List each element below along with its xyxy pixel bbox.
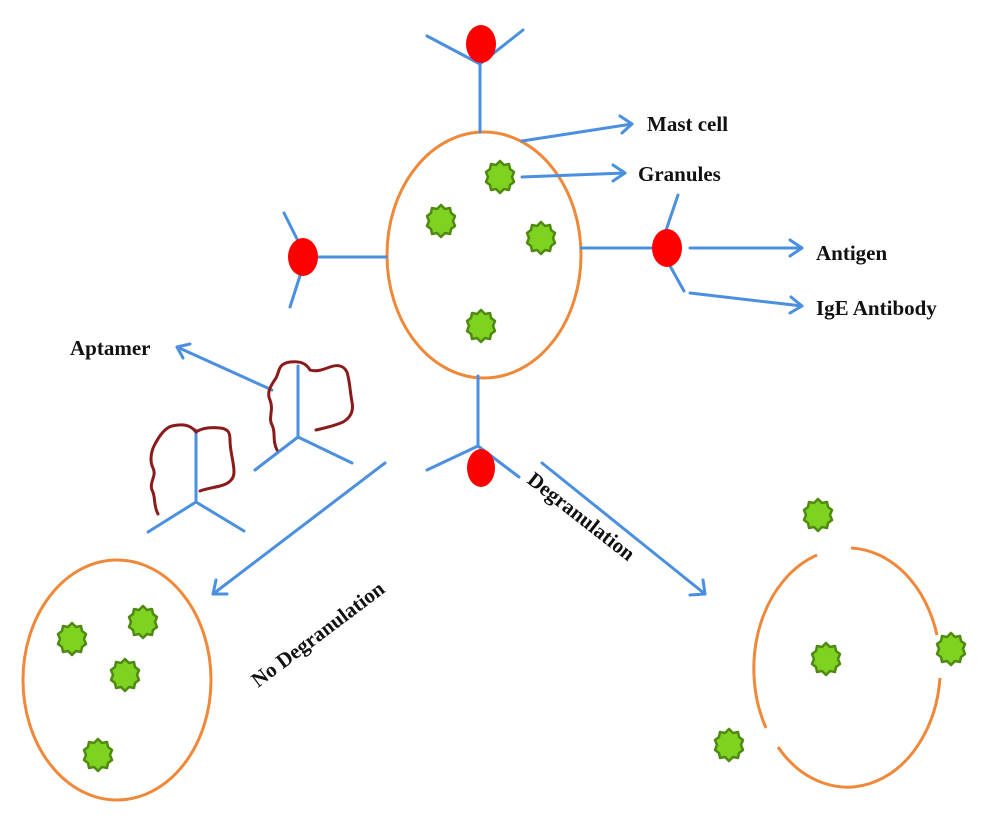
arrow-no-degranulation: No Degranulation	[211, 461, 390, 692]
label-ige-antibody: IgE Antibody	[816, 296, 937, 320]
released-granule	[713, 727, 745, 763]
granule	[425, 203, 457, 239]
aptamer-strand	[267, 360, 354, 452]
granule	[465, 308, 497, 344]
mast-cell-membrane	[385, 130, 583, 380]
granule	[525, 220, 557, 256]
ruptured-membrane	[752, 546, 942, 789]
granule	[109, 657, 141, 693]
cell-no-degranulation	[21, 558, 213, 802]
arrow-degranulation: Degranulation	[523, 461, 707, 597]
cell-membrane	[21, 558, 213, 802]
granule	[810, 641, 842, 677]
aptamer-antibody-1	[253, 360, 354, 472]
antigen-right	[652, 229, 682, 267]
label-granules: Granules	[638, 162, 721, 186]
mast-cell-top	[385, 130, 583, 380]
callout-granules: Granules	[520, 162, 721, 186]
antigen-top	[466, 25, 496, 63]
cell-degranulation	[713, 497, 967, 789]
callout-antigen: Antigen	[688, 238, 887, 265]
label-antigen: Antigen	[816, 241, 887, 265]
label-degranulation: Degranulation	[523, 467, 640, 566]
released-granule	[935, 631, 967, 667]
granule	[82, 737, 114, 773]
aptamer-strand	[149, 423, 236, 516]
antigen-left	[288, 238, 318, 276]
label-aptamer: Aptamer	[70, 336, 150, 360]
granule	[484, 159, 516, 195]
ige-antibody-left	[282, 211, 388, 309]
granule	[56, 621, 88, 657]
label-mast-cell: Mast cell	[647, 112, 728, 136]
aptamer-antibody-2	[146, 423, 246, 534]
ige-antibody-top	[425, 25, 525, 134]
ige-antibody-right	[579, 193, 686, 293]
antigen-bottom	[467, 449, 495, 487]
granule	[127, 604, 159, 640]
ige-antibody-bottom	[425, 374, 521, 487]
callout-aptamer: Aptamer	[70, 336, 274, 392]
label-no-degranulation: No Degranulation	[247, 576, 390, 692]
released-granule	[802, 497, 834, 533]
callout-ige-antibody: IgE Antibody	[688, 291, 937, 320]
callout-mast-cell: Mast cell	[520, 112, 728, 143]
